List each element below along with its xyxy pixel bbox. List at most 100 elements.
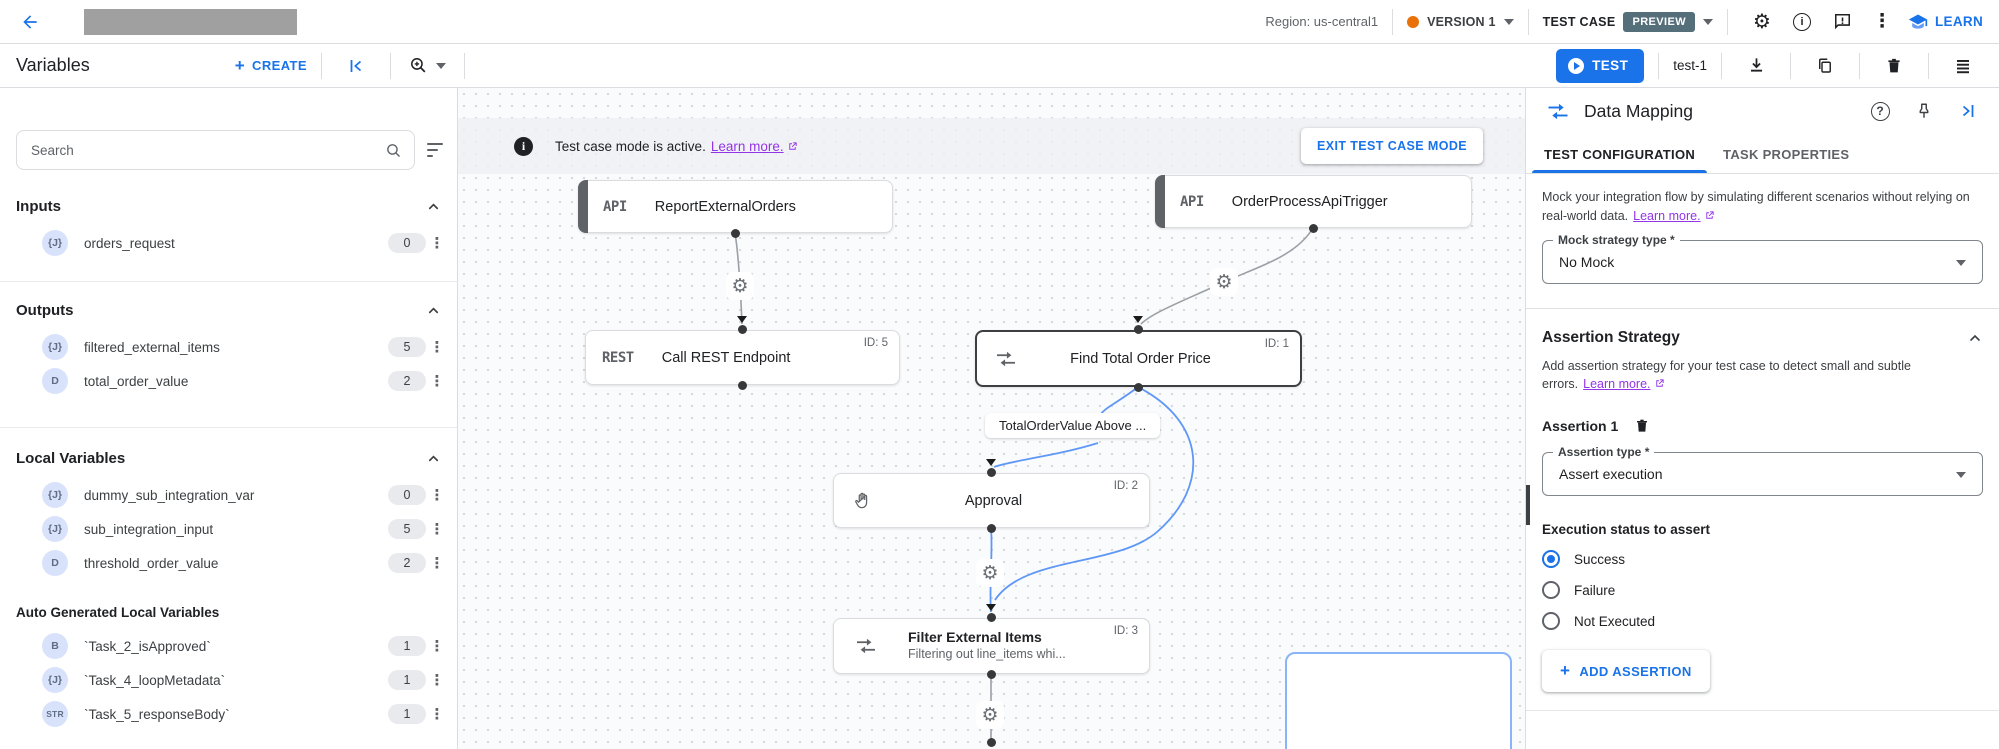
pin-button[interactable]: [1907, 94, 1941, 128]
chevron-up-icon[interactable]: [426, 451, 441, 466]
json-type-icon: {J}: [42, 230, 68, 256]
node-report-external-orders[interactable]: API ReportExternalOrders: [578, 180, 893, 233]
row-menu-button[interactable]: ⋮: [429, 672, 445, 689]
variables-sidebar: Inputs {J} orders_request 0 ⋮ Outputs {J…: [0, 88, 458, 749]
variable-row[interactable]: STR `Task_5_responseBody` 1 ⋮: [0, 698, 457, 730]
download-button[interactable]: [1736, 46, 1776, 86]
row-menu-button[interactable]: ⋮: [429, 555, 445, 572]
learn-button[interactable]: LEARN: [1908, 12, 1983, 32]
node-order-process-api-trigger[interactable]: API OrderProcessApiTrigger: [1155, 175, 1472, 228]
inputs-section-header[interactable]: Inputs: [0, 198, 457, 215]
sort-icon[interactable]: [427, 143, 445, 157]
variable-row[interactable]: B `Task_2_isApproved` 1 ⋮: [0, 630, 457, 662]
double-type-icon: D: [42, 550, 68, 576]
more-options-button[interactable]: ⋮: [1862, 2, 1902, 42]
row-menu-button[interactable]: ⋮: [429, 487, 445, 504]
version-selector[interactable]: VERSION 1: [1407, 15, 1514, 29]
assertion-description: Add assertion strategy for your test cas…: [1542, 358, 1911, 392]
test-case-name[interactable]: test-1: [1673, 58, 1707, 73]
search-field[interactable]: [16, 130, 415, 170]
help-icon: ?: [1870, 101, 1890, 121]
search-input[interactable]: [31, 142, 385, 158]
edge-dot: [987, 738, 996, 747]
feedback-button[interactable]: [1822, 2, 1862, 42]
mock-description: Mock your integration flow by simulating…: [1542, 190, 1970, 223]
node-filter-external-items[interactable]: Filter External Items Filtering out line…: [833, 618, 1150, 674]
collapse-sidebar-button[interactable]: [336, 46, 376, 86]
edge-dot: [1309, 224, 1318, 233]
node-approval[interactable]: Approval ID: 2: [833, 473, 1150, 528]
assertion-type-select[interactable]: Assertion type * Assert execution: [1542, 445, 1983, 496]
edge-gear-icon[interactable]: ⚙: [726, 272, 754, 300]
row-menu-button[interactable]: ⋮: [429, 521, 445, 538]
copy-button[interactable]: [1805, 46, 1845, 86]
create-variable-button[interactable]: + CREATE: [235, 56, 307, 76]
learn-more-link[interactable]: Learn more.: [1583, 377, 1651, 392]
divider: [1790, 52, 1791, 79]
help-button[interactable]: ?: [1863, 94, 1897, 128]
row-menu-button[interactable]: ⋮: [429, 706, 445, 723]
variable-row[interactable]: {J} dummy_sub_integration_var 0 ⋮: [0, 479, 457, 511]
learn-more-link[interactable]: Learn more.: [1633, 208, 1701, 223]
radio-not-executed[interactable]: Not Executed: [1542, 612, 1983, 630]
variable-row[interactable]: {J} filtered_external_items 5 ⋮: [0, 331, 457, 363]
node-find-total-order-price[interactable]: Find Total Order Price ID: 1: [975, 330, 1302, 387]
row-menu-button[interactable]: ⋮: [429, 235, 445, 252]
outputs-section-header[interactable]: Outputs: [0, 302, 457, 319]
variable-row[interactable]: D total_order_value 2 ⋮: [0, 365, 457, 397]
info-button[interactable]: i: [1782, 2, 1822, 42]
panel-title: Data Mapping: [1584, 100, 1693, 121]
variable-row[interactable]: {J} sub_integration_input 5 ⋮: [0, 513, 457, 545]
radio-success[interactable]: Success: [1542, 550, 1983, 568]
list-view-button[interactable]: [1943, 46, 1983, 86]
row-menu-button[interactable]: ⋮: [429, 638, 445, 655]
field-value: Assert execution: [1559, 466, 1663, 482]
edge-gear-icon[interactable]: ⚙: [1210, 268, 1238, 296]
row-menu-button[interactable]: ⋮: [429, 339, 445, 356]
variable-row[interactable]: {J} orders_request 0 ⋮: [0, 227, 457, 259]
divider: [389, 52, 391, 79]
tab-task-properties[interactable]: TASK PROPERTIES: [1723, 147, 1850, 162]
test-case-mode-banner: i Test case mode is active.Learn more. E…: [458, 118, 1525, 174]
node-call-rest-endpoint[interactable]: REST Call REST Endpoint ID: 5: [585, 330, 900, 385]
zoom-menu-button[interactable]: [405, 46, 450, 86]
assertion-strategy-header[interactable]: Assertion Strategy: [1542, 329, 1983, 347]
chevron-up-icon[interactable]: [426, 303, 441, 318]
test-case-selector[interactable]: TEST CASE PREVIEW: [1543, 11, 1713, 32]
node-title: OrderProcessApiTrigger: [1231, 193, 1388, 210]
chevron-up-icon[interactable]: [1967, 330, 1983, 346]
gear-icon: ⚙: [1753, 11, 1771, 33]
delete-assertion-button[interactable]: [1634, 418, 1650, 434]
learn-more-link[interactable]: Learn more.: [710, 138, 784, 154]
node-subtitle: Filtering out line_items whi...: [908, 647, 1066, 662]
collapse-panel-button[interactable]: [1951, 94, 1985, 128]
data-mapping-icon: [854, 637, 878, 655]
row-menu-button[interactable]: ⋮: [429, 373, 445, 390]
external-link-icon: [1705, 211, 1714, 219]
test-button[interactable]: TEST: [1556, 48, 1645, 83]
exit-test-case-mode-button[interactable]: EXIT TEST CASE MODE: [1301, 128, 1483, 164]
edge-gear-icon[interactable]: ⚙: [976, 701, 1004, 729]
edge-dot: [987, 613, 996, 622]
settings-button[interactable]: ⚙: [1742, 2, 1782, 42]
variable-row[interactable]: D threshold_order_value 2 ⋮: [0, 547, 457, 579]
mock-strategy-select[interactable]: Mock strategy type * No Mock: [1542, 232, 1983, 284]
scrollbar-thumb[interactable]: [1526, 485, 1530, 525]
usage-count-badge: 0: [388, 485, 426, 505]
section-title: Local Variables: [16, 450, 126, 467]
local-variables-section-header[interactable]: Local Variables: [0, 450, 457, 467]
add-assertion-button[interactable]: + ADD ASSERTION: [1542, 650, 1710, 692]
edge-dot: [987, 524, 996, 533]
edge-gear-icon[interactable]: ⚙: [976, 559, 1004, 587]
delete-button[interactable]: [1874, 46, 1914, 86]
test-label: TEST: [1592, 58, 1629, 73]
tab-test-configuration[interactable]: TEST CONFIGURATION: [1530, 134, 1709, 173]
variable-row[interactable]: {J} `Task_4_loopMetadata` 1 ⋮: [0, 664, 457, 696]
integration-flow-canvas[interactable]: i Test case mode is active.Learn more. E…: [458, 88, 1525, 749]
node-id: ID: 2: [1113, 480, 1138, 492]
radio-label: Not Executed: [1574, 613, 1656, 629]
chevron-up-icon[interactable]: [426, 199, 441, 214]
back-button[interactable]: [16, 8, 44, 36]
radio-failure[interactable]: Failure: [1542, 581, 1983, 599]
edge-condition-label[interactable]: TotalOrderValue Above ...: [985, 413, 1161, 438]
